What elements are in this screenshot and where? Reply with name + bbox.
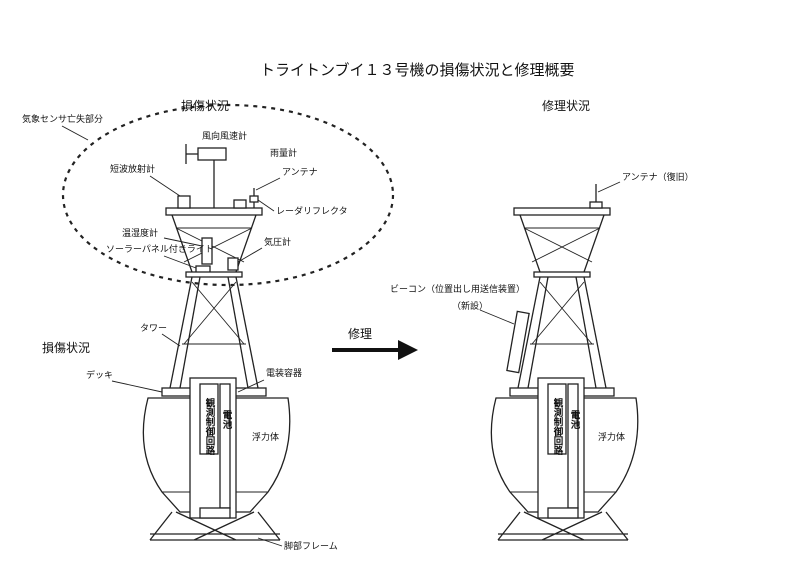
battery-label: 電池	[221, 409, 233, 430]
temp-humidity-label: 温湿度計	[122, 227, 158, 239]
damage-heading-lower: 損傷状況	[42, 340, 90, 355]
beacon-new-label: （新設）	[452, 300, 488, 312]
tower-ring	[185, 271, 243, 278]
pressure-leader	[237, 247, 263, 263]
frame-label: 脚部フレーム	[284, 540, 338, 552]
obs-circuit-label-right: 観測制御回路	[552, 397, 565, 456]
tower-label: タワー	[140, 323, 167, 334]
tower-brace-5	[183, 281, 237, 345]
tower-leg-ll2-right	[527, 276, 549, 389]
tower-leg-ll	[169, 276, 193, 389]
antenna-label: アンテナ	[282, 167, 318, 178]
pressure-label: 気圧計	[264, 236, 291, 248]
electric-box-label: 電装容器	[266, 367, 302, 379]
solar-light-label: ソーラーパネル付きライト	[106, 244, 214, 255]
tower-leader	[161, 333, 181, 347]
wind-label: 風向風速計	[202, 130, 247, 142]
rain-label: 雨量計	[270, 147, 297, 159]
tower-leg-ur-right	[583, 214, 605, 273]
tower-leg-ul	[171, 214, 193, 273]
pressure-sensor	[227, 257, 239, 271]
battery-box-right	[567, 383, 579, 509]
tower-leg-lr2	[227, 276, 249, 389]
electric-box-leader	[237, 379, 265, 393]
tower-leg-ll2	[179, 276, 201, 389]
frame-leader	[257, 537, 283, 547]
arrow-head	[398, 340, 418, 360]
repair-arrow: 修理	[332, 326, 418, 360]
tower-brace-r3	[531, 227, 601, 263]
wind-sensor-body	[197, 147, 227, 161]
page-title: トライトンブイ１３号機の損傷状況と修理概要	[260, 61, 575, 79]
control-circuit-box-right	[547, 383, 567, 455]
tower-brace-r5	[531, 281, 585, 345]
antenna-restored-label: アンテナ（復旧）	[622, 171, 694, 183]
battery-box	[219, 383, 231, 509]
tower-leg-lr2-right	[575, 276, 597, 389]
top-platform-right	[513, 207, 611, 216]
beacon-label: ビーコン（位置出し用送信装置）	[390, 283, 525, 295]
top-platform	[165, 207, 263, 216]
repair-heading: 修理状況	[542, 98, 590, 113]
lost-sensor-region	[61, 103, 395, 287]
left-buoy: 損傷状況 気象センサ亡失部分 風向風速計 雨量計 短波放射計 アンテナ レーダリ…	[22, 98, 395, 552]
repair-arrow-label: 修理	[348, 326, 372, 341]
leg-frame-right	[497, 511, 629, 541]
radar-label: レーダリフレクタ	[276, 205, 348, 217]
shortwave-sensor	[177, 195, 191, 209]
deck-leader	[111, 380, 163, 393]
damage-heading: 損傷状況	[181, 98, 229, 113]
tower-ring-right	[533, 271, 591, 278]
control-circuit-box	[199, 383, 219, 455]
radar-leader	[257, 199, 275, 212]
frame-hub-right	[547, 507, 579, 519]
tower-brace-4	[191, 281, 245, 345]
antenna-restored-leader	[597, 181, 621, 193]
leg-frame	[149, 511, 281, 541]
float-body-label: 浮力体	[252, 431, 279, 443]
tower-brace-3	[183, 227, 253, 263]
tower-leg-ll-right	[517, 276, 541, 389]
frame-hub	[199, 507, 231, 519]
antenna-leader	[255, 177, 281, 191]
right-buoy: 修理状況 アンテナ（復旧）	[390, 98, 694, 541]
tower-leg-lr	[235, 276, 259, 389]
tower-brace-r2	[523, 227, 593, 263]
solar-light-leader	[163, 255, 197, 269]
shortwave-leader	[149, 175, 181, 197]
lost-parts-label: 気象センサ亡失部分	[22, 113, 103, 125]
rain-gauge	[233, 199, 247, 209]
lost-parts-leader	[61, 125, 89, 141]
antenna-base-right	[589, 201, 603, 209]
deck-label: デッキ	[86, 369, 113, 381]
radar-reflector	[249, 195, 259, 203]
beacon-leader	[479, 309, 515, 325]
beacon	[506, 310, 530, 374]
tower-leg-ul-right	[519, 214, 541, 273]
temp-humidity-sensor	[201, 237, 213, 265]
temp-humidity-leader	[163, 237, 203, 247]
battery-label-right: 電池	[569, 409, 581, 430]
tower-leg-lr-right	[583, 276, 607, 389]
shortwave-label: 短波放射計	[110, 163, 155, 175]
tower-leg-ur	[235, 214, 257, 273]
obs-circuit-label: 観測制御回路	[204, 397, 217, 456]
tower-brace-r4	[539, 281, 593, 345]
float-body-label-right: 浮力体	[598, 431, 625, 443]
